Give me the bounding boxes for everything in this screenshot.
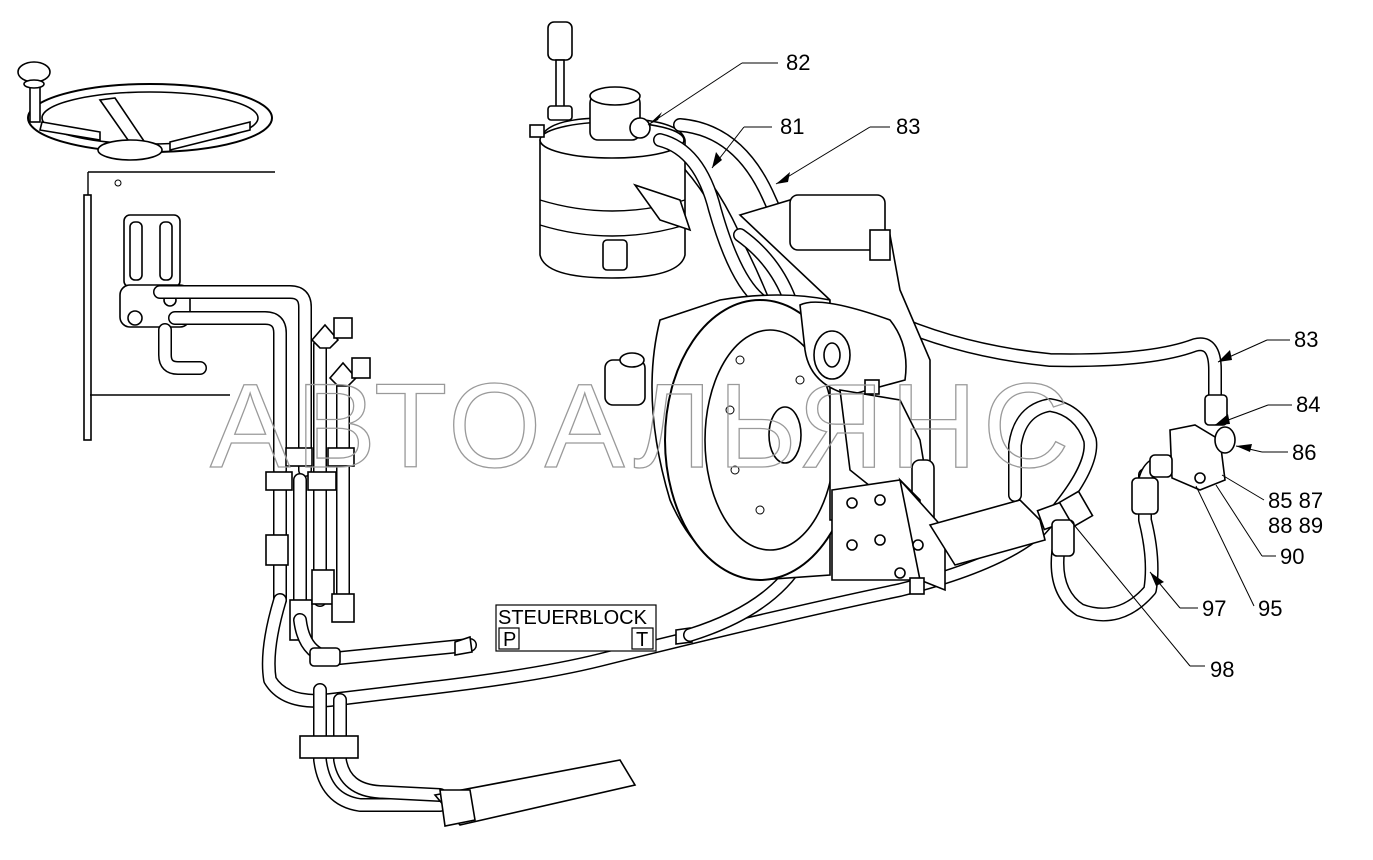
steering-valve <box>119 214 191 328</box>
port-t-label: T <box>636 629 648 651</box>
oil-tank <box>529 21 692 279</box>
mounting-bracket <box>831 477 946 595</box>
cylinder-hoses <box>261 398 1098 708</box>
left-pipes <box>153 285 371 641</box>
callout-90: 90 <box>1280 544 1304 569</box>
control-block-title: STEUERBLOCK <box>498 607 648 629</box>
control-block: STEUERBLOCK P T <box>454 604 693 656</box>
callout-88-89: 88 89 <box>1268 513 1323 538</box>
callout-82: 82 <box>786 50 810 75</box>
callout-81: 81 <box>780 114 804 139</box>
engine-flange <box>604 294 856 581</box>
callout-97: 97 <box>1202 596 1226 621</box>
callout-labels: 82 81 83 83 84 86 85 87 88 89 90 95 97 9… <box>780 50 1323 682</box>
lower-column <box>299 683 637 827</box>
watermark: АВТОАЛЬЯНС <box>210 359 1075 493</box>
callout-83-top: 83 <box>896 114 920 139</box>
engine-block <box>738 194 935 531</box>
callout-84: 84 <box>1296 392 1320 417</box>
steering-column <box>83 171 275 441</box>
callout-lines <box>647 62 1292 667</box>
steering-wheel <box>17 61 273 187</box>
callout-85-87: 85 87 <box>1268 488 1323 513</box>
callout-86: 86 <box>1292 440 1316 465</box>
callout-83-right: 83 <box>1294 327 1318 352</box>
callout-95: 95 <box>1258 596 1282 621</box>
port-p-label: P <box>503 629 516 651</box>
right-fittings <box>1050 394 1236 622</box>
callout-98: 98 <box>1210 657 1234 682</box>
